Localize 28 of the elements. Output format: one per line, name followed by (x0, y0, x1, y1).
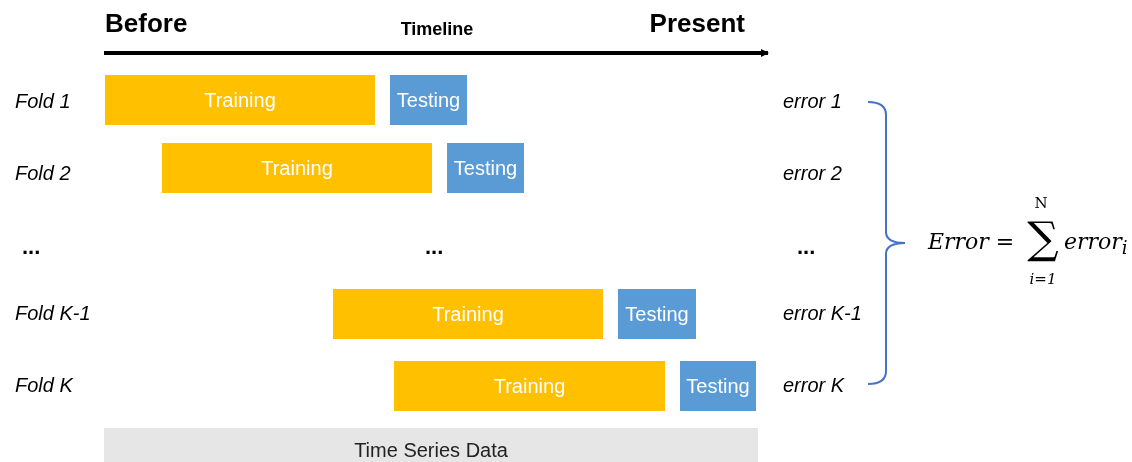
error-label: error K-1 (783, 303, 862, 323)
axis-end-label: Before (105, 10, 188, 36)
fold-label: Fold 1 (15, 91, 71, 111)
error-label: error 1 (783, 91, 842, 111)
error-label: error 2 (783, 163, 842, 183)
training-bar: Training (394, 361, 665, 411)
testing-bar: Testing (618, 289, 696, 339)
error-label: error K (783, 375, 845, 395)
sum-upper-limit: N (1034, 196, 1048, 211)
axis-title: Timeline (400, 20, 474, 38)
ellipsis: ... (425, 236, 444, 258)
formula-text: Error = (928, 231, 1015, 253)
training-bar: Training (162, 143, 432, 193)
ellipsis: ... (22, 236, 41, 258)
testing-bar: Testing (390, 75, 467, 125)
testing-bar: Testing (680, 361, 756, 411)
axis-end-label: Present (649, 10, 745, 36)
fold-label: Fold K (15, 375, 73, 395)
testing-bar: Testing (447, 143, 524, 193)
training-bar: Training (333, 289, 603, 339)
fold-label: Fold 2 (15, 163, 71, 183)
data-band: Time Series Data (104, 428, 758, 462)
training-bar: Training (105, 75, 375, 125)
formula-text: error$_{i}$ (1064, 231, 1128, 258)
fold-label: Fold K-1 (15, 303, 91, 323)
sum-lower-limit: i=1 (1029, 272, 1057, 287)
ellipsis: ... (797, 236, 816, 258)
sum-symbol: ∑ (1027, 216, 1059, 260)
